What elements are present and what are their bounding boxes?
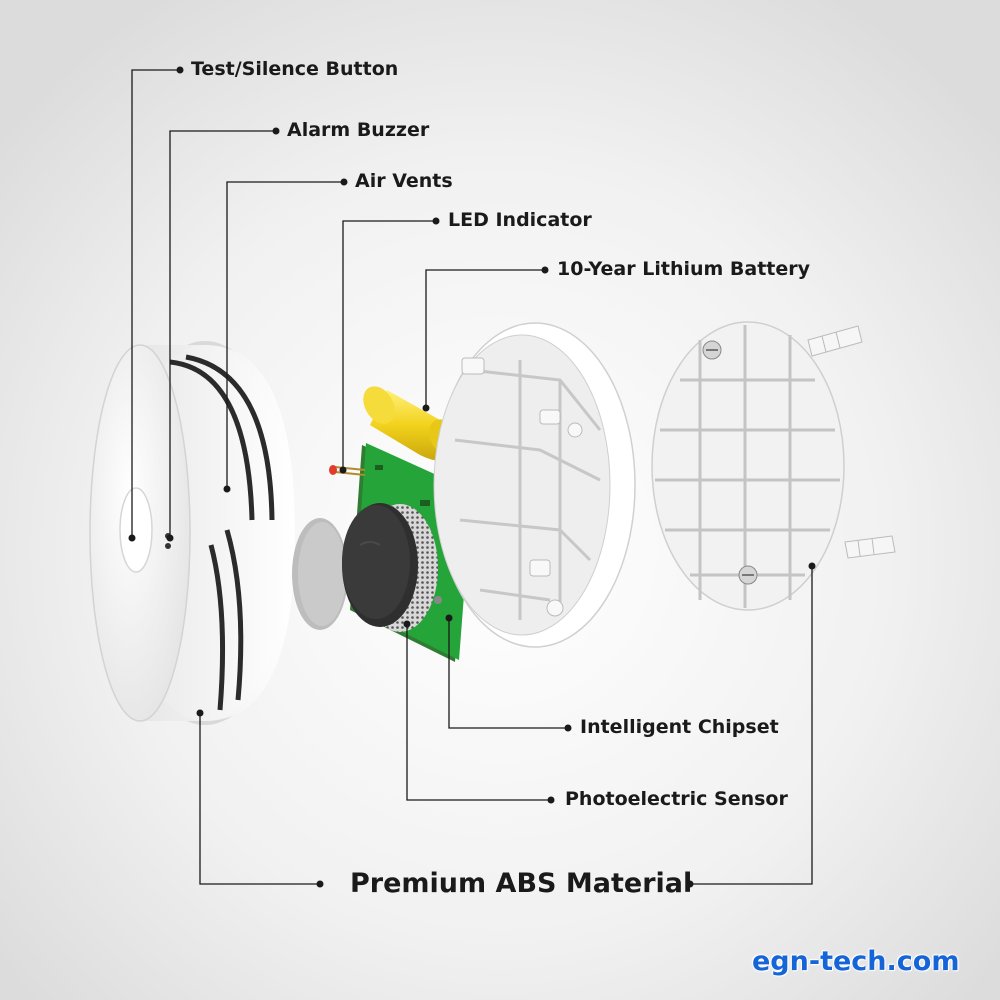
leader-abs-left [199, 713, 320, 885]
photoelectric-sensor [342, 503, 438, 632]
label-alarm-buzzer: Alarm Buzzer [287, 119, 430, 141]
label-premium-abs-material: Premium ABS Material [350, 868, 693, 899]
screw-top [702, 340, 722, 360]
label-test-silence-button: Test/Silence Button [191, 58, 399, 80]
wall-anchor-top [807, 325, 863, 357]
watermark: egn-tech.com [752, 946, 960, 977]
leader-lines [131, 69, 813, 885]
led-component [329, 465, 366, 476]
leader-dots [128, 66, 816, 888]
rear-housing [433, 322, 636, 648]
label-intelligent-chipset: Intelligent Chipset [580, 716, 779, 738]
label-photoelectric-sensor: Photoelectric Sensor [565, 788, 788, 810]
wall-anchor-bottom [844, 535, 896, 559]
leader-photo-sensor [406, 624, 551, 801]
leader-air-vents [226, 181, 344, 489]
mounting-base [651, 321, 896, 611]
screw-bottom [738, 565, 758, 585]
leader-abs-right [690, 566, 813, 885]
label-led-indicator: LED Indicator [448, 209, 592, 231]
label-lithium-battery: 10-Year Lithium Battery [557, 258, 811, 280]
detector-front-cover [89, 341, 295, 725]
leader-test-silence [131, 69, 180, 538]
leader-led [342, 220, 436, 470]
leader-battery [425, 269, 545, 408]
leader-chipset [448, 618, 568, 729]
sensor-cover-disc [292, 518, 348, 630]
leader-alarm-buzzer [169, 130, 276, 538]
label-air-vents: Air Vents [355, 170, 453, 192]
